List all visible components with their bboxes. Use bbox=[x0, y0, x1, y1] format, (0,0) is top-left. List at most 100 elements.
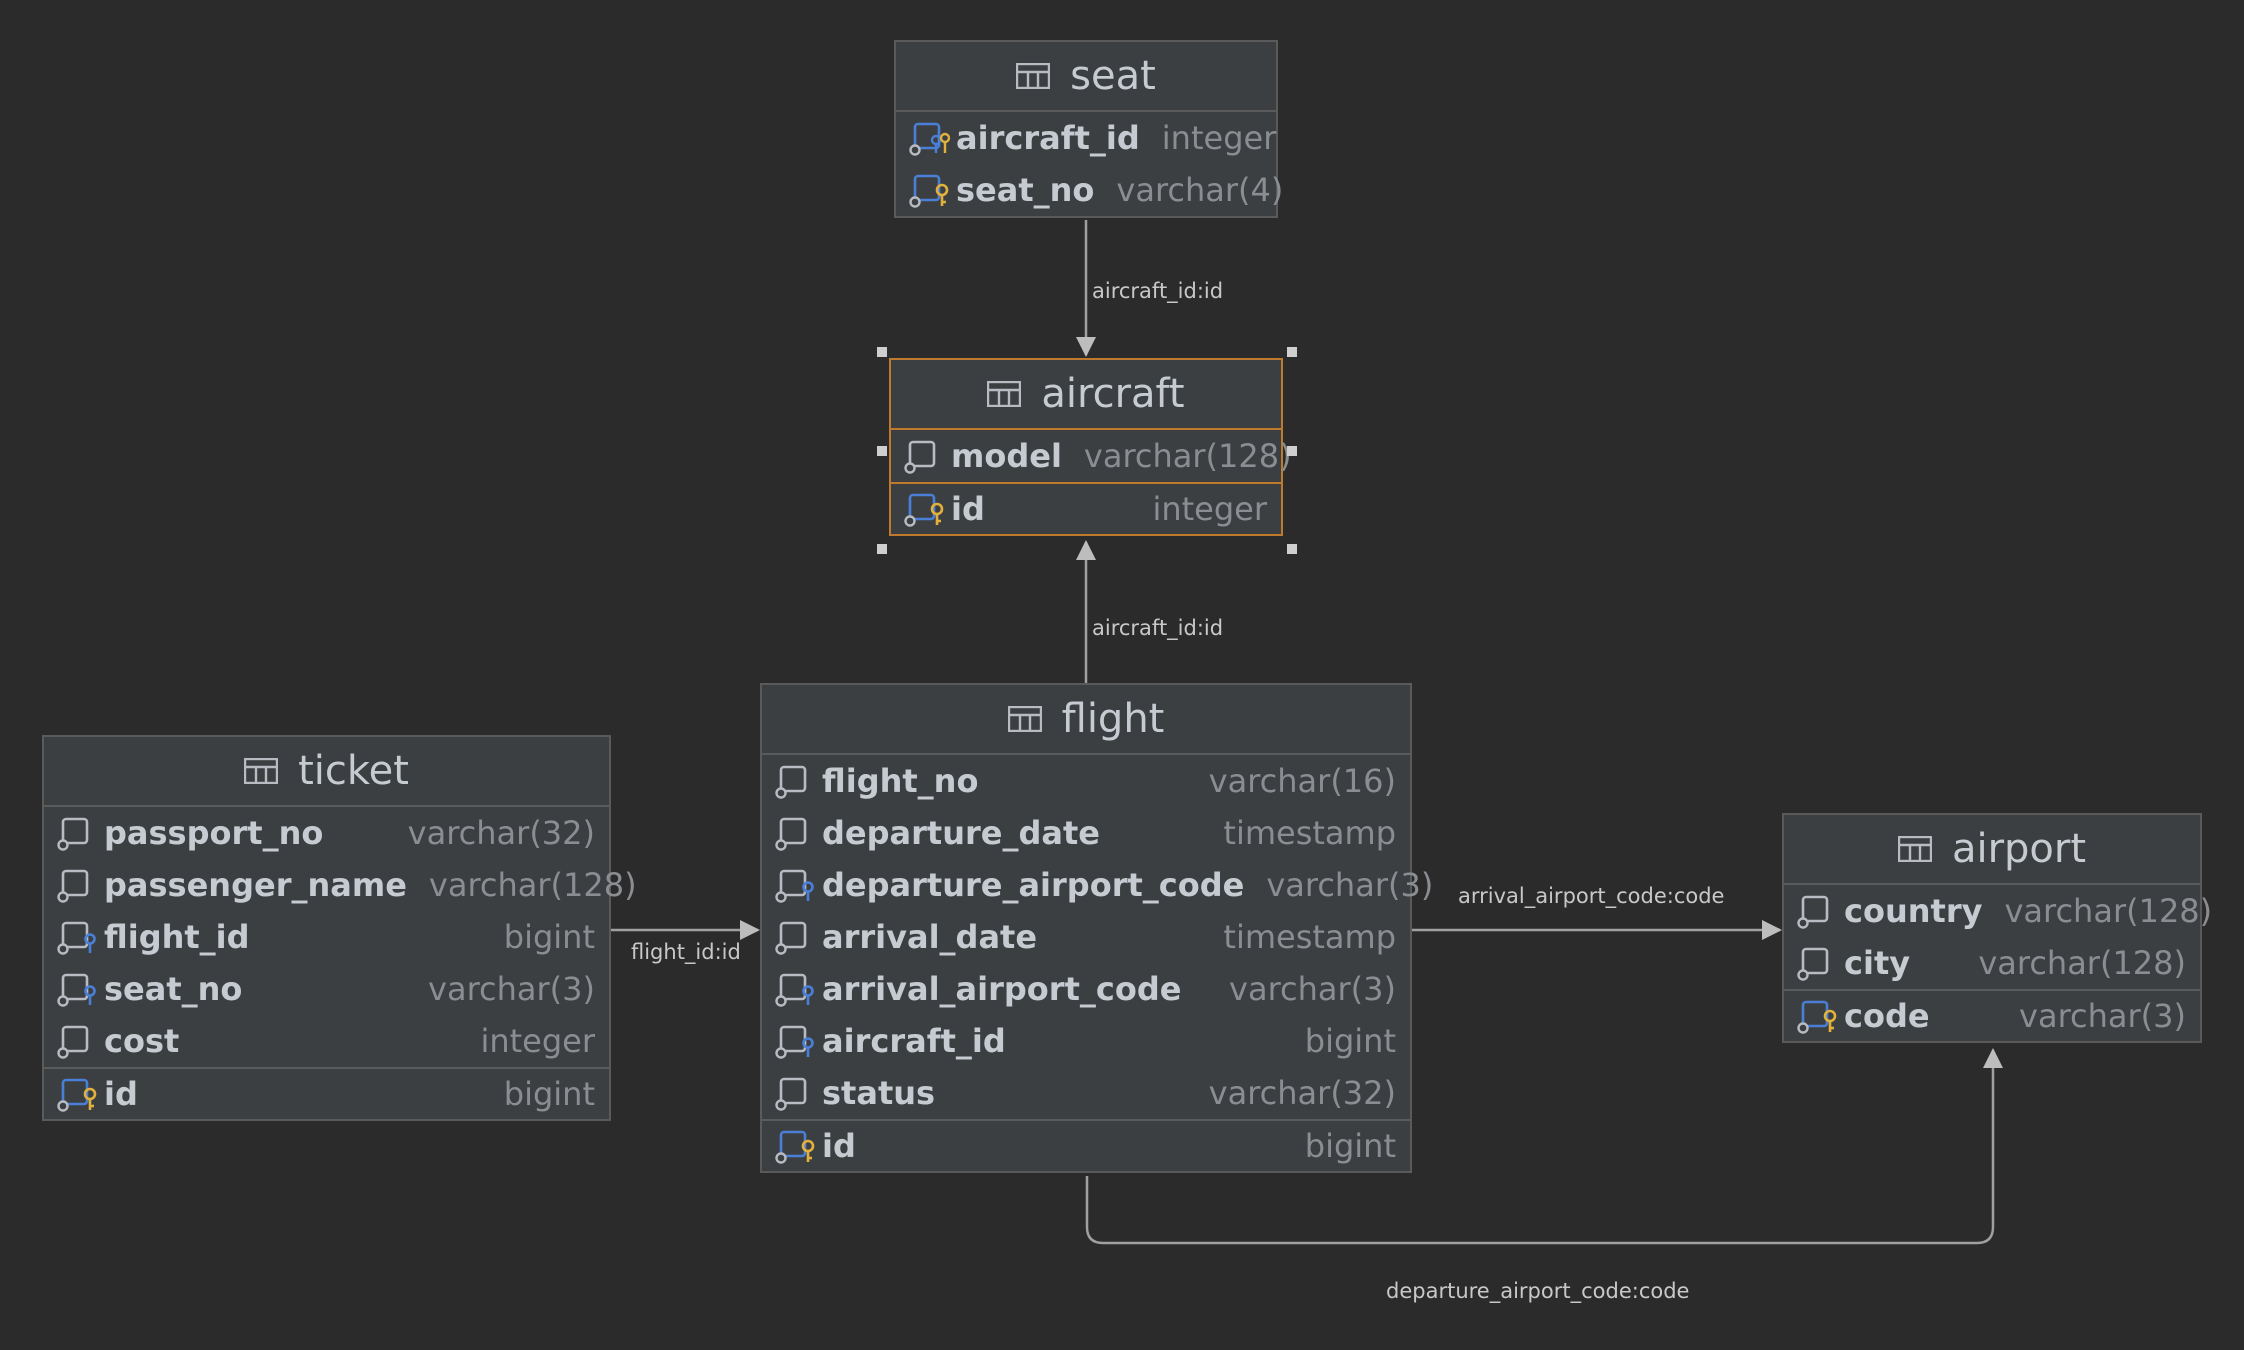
edge-label-arrival: arrival_airport_code:code bbox=[1458, 884, 1724, 909]
column-type: varchar(32) bbox=[407, 814, 595, 852]
column-name: seat_no bbox=[104, 970, 243, 1008]
table-flight[interactable]: flight flight_no varchar(16) departure_dat… bbox=[760, 683, 1433, 1173]
table-title: seat bbox=[1070, 53, 1156, 99]
selection-handle-bottom-left[interactable] bbox=[877, 544, 887, 554]
column-name: id bbox=[104, 1075, 138, 1113]
table-header: aircraft bbox=[891, 360, 1281, 430]
table-icon bbox=[987, 381, 1022, 407]
edge-ticket-flight[interactable]: flight_id:id bbox=[611, 920, 760, 965]
column-icon bbox=[57, 869, 89, 903]
column-row[interactable]: seat_no varchar(4) bbox=[896, 164, 1283, 216]
edge-flight-airport-departure[interactable]: departure_airport_code:code bbox=[1085, 1048, 2003, 1304]
foreign-key-column-icon bbox=[775, 973, 814, 1007]
column-row[interactable]: arrival_airport_code varchar(3) bbox=[762, 963, 1410, 1015]
column-type: varchar(4) bbox=[1116, 171, 1284, 209]
column-icon bbox=[775, 817, 807, 851]
table-header: seat bbox=[896, 42, 1276, 112]
column-icon bbox=[1797, 895, 1829, 929]
table-header: ticket bbox=[44, 737, 609, 807]
table-title: flight bbox=[1061, 696, 1165, 742]
column-name: passenger_name bbox=[104, 866, 407, 904]
column-type: bigint bbox=[1304, 1022, 1396, 1060]
column-name: arrival_airport_code bbox=[822, 970, 1182, 1008]
edge-seat-aircraft[interactable]: aircraft_id:id bbox=[1076, 220, 1223, 357]
table-header: airport bbox=[1784, 815, 2200, 885]
foreign-key-column-icon bbox=[775, 1025, 814, 1059]
column-type: bigint bbox=[503, 1075, 595, 1113]
column-name: aircraft_id bbox=[822, 1022, 1006, 1060]
column-icon bbox=[1797, 947, 1829, 981]
primary-key-column-icon bbox=[1797, 1000, 1837, 1034]
column-type: varchar(128) bbox=[2004, 892, 2213, 930]
column-type: bigint bbox=[1304, 1127, 1396, 1165]
column-icon bbox=[775, 921, 807, 955]
foreign-key-column-icon bbox=[57, 921, 96, 955]
selection-handle-mid-left[interactable] bbox=[877, 446, 887, 456]
table-title: ticket bbox=[298, 748, 409, 794]
edge-flight-aircraft[interactable]: aircraft_id:id bbox=[1076, 540, 1223, 683]
table-icon bbox=[244, 758, 279, 784]
column-type: varchar(16) bbox=[1208, 762, 1396, 800]
column-name: departure_airport_code bbox=[822, 866, 1245, 904]
column-row[interactable]: country varchar(128) bbox=[1784, 885, 2212, 937]
table-icon bbox=[1016, 63, 1051, 89]
column-type: varchar(3) bbox=[2019, 997, 2186, 1035]
selection-handle-top-right[interactable] bbox=[1287, 347, 1297, 357]
column-type: integer bbox=[480, 1022, 595, 1060]
pk-fk-column-icon bbox=[909, 122, 951, 156]
column-type: varchar(128) bbox=[1978, 944, 2186, 982]
column-row[interactable]: cost integer bbox=[44, 1015, 609, 1067]
selection-handle-top-left[interactable] bbox=[877, 347, 887, 357]
edge-label-departure: departure_airport_code:code bbox=[1386, 1279, 1689, 1304]
edge-flight-airport-arrival[interactable]: arrival_airport_code:code bbox=[1412, 884, 1782, 940]
primary-key-column-icon bbox=[775, 1130, 815, 1164]
column-row[interactable]: id bigint bbox=[44, 1067, 609, 1119]
column-name: seat_no bbox=[956, 171, 1095, 209]
edge-label-ticket-flight: flight_id:id bbox=[631, 940, 741, 965]
column-type: varchar(32) bbox=[1208, 1074, 1396, 1112]
column-type: varchar(3) bbox=[1266, 866, 1434, 904]
selection-handle-mid-right[interactable] bbox=[1287, 446, 1297, 456]
column-type: varchar(3) bbox=[428, 970, 595, 1008]
column-type: varchar(3) bbox=[1229, 970, 1396, 1008]
column-row[interactable]: aircraft_id bigint bbox=[762, 1015, 1410, 1067]
primary-key-column-icon bbox=[57, 1078, 97, 1112]
column-icon bbox=[57, 1025, 89, 1059]
column-type: timestamp bbox=[1223, 918, 1396, 956]
table-header: flight bbox=[762, 685, 1410, 755]
column-row[interactable]: flight_no varchar(16) bbox=[762, 755, 1410, 807]
column-icon bbox=[775, 1077, 807, 1111]
column-row[interactable]: departure_airport_code varchar(3) bbox=[762, 859, 1433, 911]
column-name: cost bbox=[104, 1022, 180, 1060]
table-title: aircraft bbox=[1041, 371, 1185, 417]
table-title: airport bbox=[1951, 826, 2087, 872]
primary-key-column-icon bbox=[909, 174, 949, 208]
column-name: country bbox=[1844, 892, 1983, 930]
foreign-key-column-icon bbox=[775, 869, 814, 903]
column-row[interactable]: seat_no varchar(3) bbox=[44, 963, 609, 1015]
column-name: flight_no bbox=[822, 762, 979, 800]
column-icon bbox=[904, 440, 936, 474]
column-name: flight_id bbox=[104, 918, 250, 956]
selection-handle-bottom-right[interactable] bbox=[1287, 544, 1297, 554]
column-name: model bbox=[951, 437, 1062, 475]
